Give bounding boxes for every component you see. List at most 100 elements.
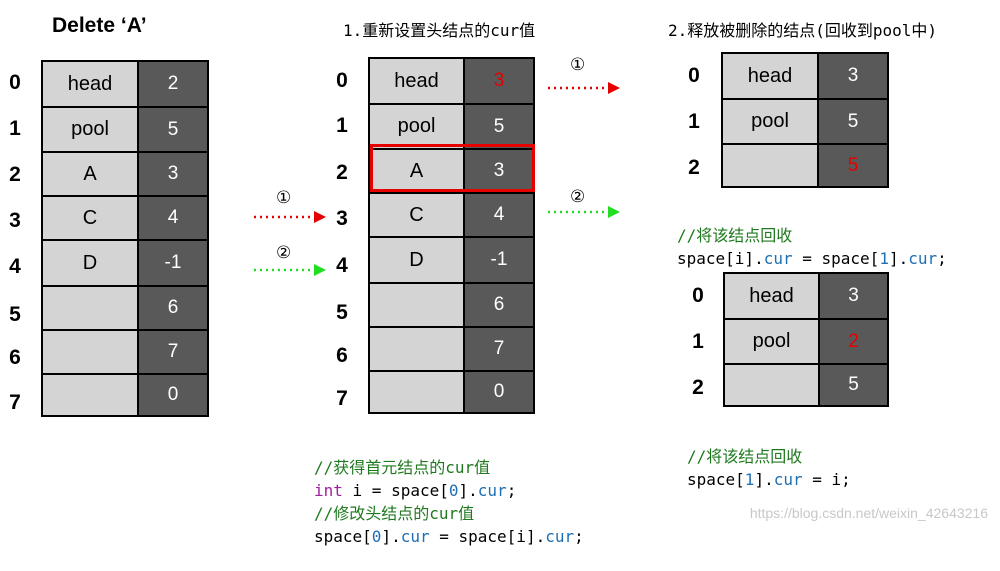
cur-cell: 4 [465, 194, 533, 236]
code-line: int i = space[0].cur; [314, 479, 584, 502]
step1-title: 1.重新设置头结点的cur值 [343, 21, 536, 40]
table2-index: 6 [336, 344, 348, 367]
code-text: ]. [458, 481, 478, 500]
table-row: 6 [370, 282, 533, 326]
data-cell: A [43, 153, 139, 195]
code-number: 0 [448, 481, 459, 500]
table3-index: 1 [688, 110, 700, 133]
code-text: ; [574, 527, 584, 546]
table-row: pool 5 [370, 103, 533, 148]
code-text: ; [506, 481, 517, 500]
table1-index: 3 [9, 209, 21, 232]
table1-index: 0 [9, 71, 21, 94]
data-cell: A [370, 150, 465, 192]
code-field: cur [763, 249, 793, 268]
code-line: space[i].cur = space[1].cur; [677, 247, 947, 270]
code-text: ]. [381, 527, 401, 546]
code-comment: //修改头结点的cur值 [314, 504, 475, 523]
cur-cell: 5 [820, 365, 887, 405]
data-cell: head [725, 274, 820, 318]
data-cell: C [370, 194, 465, 236]
code-text: ]. [888, 249, 909, 268]
code-number: 1 [744, 470, 755, 489]
code-text: space[ [687, 470, 745, 489]
cur-cell: 7 [139, 331, 207, 373]
code-number: 0 [371, 527, 382, 546]
table2-index: 2 [336, 161, 348, 184]
table-row: pool 5 [723, 98, 887, 143]
table4-index: 0 [692, 284, 704, 307]
table2-index: 7 [336, 387, 348, 410]
data-cell [723, 145, 819, 186]
code-field: cur [400, 527, 430, 546]
table-row: 0 [370, 370, 533, 412]
code-field: cur [908, 249, 938, 268]
data-cell [43, 287, 139, 329]
code-text: ; [937, 249, 947, 268]
step2-title: 2.释放被删除的结点(回收到pool中) [668, 21, 938, 40]
red-arrow [254, 211, 326, 223]
code-line: space[0].cur = space[i].cur; [314, 525, 584, 548]
code-text: = space[i]. [429, 527, 546, 546]
data-cell: C [43, 197, 139, 239]
table1-index: 5 [9, 303, 21, 326]
cur-cell: 3 [465, 150, 533, 192]
table4: head 3 pool 2 5 [723, 272, 889, 407]
table-row: 6 [43, 285, 207, 329]
table-row: A 3 [43, 151, 207, 195]
table4-index: 2 [692, 376, 704, 399]
table1-index: 7 [9, 391, 21, 414]
table-row: 5 [723, 143, 887, 186]
code-comment: //获得首元结点的cur值 [314, 458, 491, 477]
table-row: head 2 [43, 62, 207, 106]
marker-one: ① [570, 55, 586, 75]
table-row: pool 2 [725, 318, 887, 363]
data-cell [370, 328, 465, 370]
step-arrows-right [548, 82, 620, 218]
code-text: = i; [802, 470, 851, 489]
step-arrows-left [254, 211, 326, 276]
cur-cell: 4 [139, 197, 207, 239]
code-field: cur [773, 470, 803, 489]
data-cell: pool [723, 100, 819, 143]
data-cell: pool [370, 105, 465, 148]
code-field: cur [477, 481, 507, 500]
data-cell: D [43, 241, 139, 285]
cur-cell: 3 [139, 153, 207, 195]
code-keyword: int [314, 481, 343, 500]
table1-index: 2 [9, 163, 21, 186]
table-row: C 4 [370, 192, 533, 236]
data-cell [43, 331, 139, 373]
code-text: ]. [754, 470, 774, 489]
table2-index: 3 [336, 207, 348, 230]
marker-two: ② [570, 187, 586, 207]
cur-cell: 6 [465, 284, 533, 326]
table-row: 0 [43, 373, 207, 415]
code-comment: //将该结点回收 [687, 447, 803, 466]
code-field: cur [545, 527, 575, 546]
cur-cell: 0 [139, 375, 207, 415]
diagram-title: Delete ‘A’ [52, 14, 147, 37]
table2-index: 5 [336, 301, 348, 324]
code-text: space[i]. [677, 249, 764, 268]
highlight-box [370, 144, 535, 192]
code-text: i = space[ [342, 481, 449, 500]
table-row: 7 [43, 329, 207, 373]
cur-cell: 5 [819, 100, 887, 143]
cur-cell: 5 [465, 105, 533, 148]
table-row: head 3 [725, 274, 887, 318]
cur-cell-changed: 2 [820, 320, 887, 363]
table-row: D -1 [370, 236, 533, 282]
table1-index: 1 [9, 117, 21, 140]
marker-two: ② [276, 243, 292, 263]
cur-cell: 3 [820, 274, 887, 318]
code-text: space[ [314, 527, 372, 546]
code-comment: //将该结点回收 [677, 226, 793, 245]
table2-index: 0 [336, 69, 348, 92]
table-row: pool 5 [43, 106, 207, 151]
code-line: space[1].cur = i; [687, 468, 851, 491]
red-arrow [548, 82, 620, 94]
data-cell [43, 375, 139, 415]
data-cell: pool [43, 108, 139, 151]
data-cell: head [723, 54, 819, 98]
